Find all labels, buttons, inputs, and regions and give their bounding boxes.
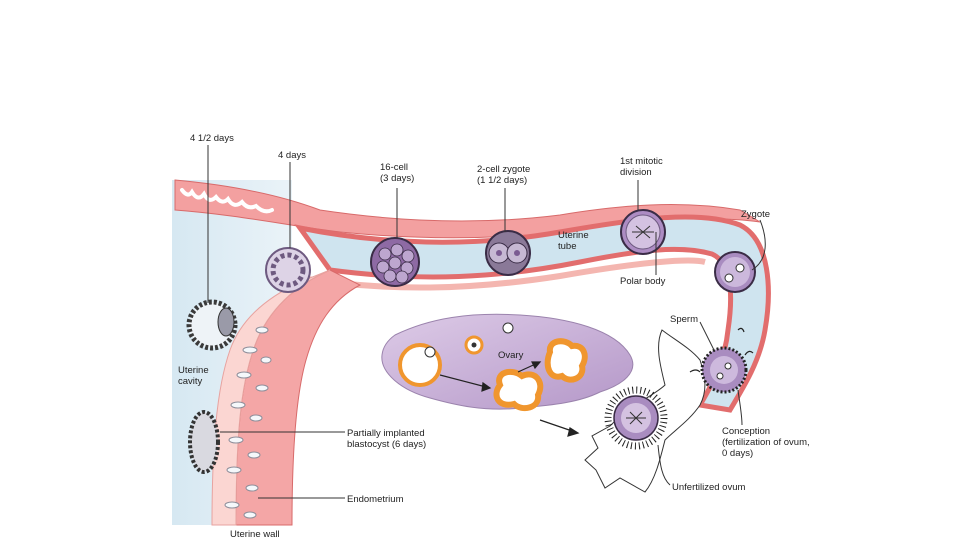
label-uterine-cavity: Uterine cavity (178, 365, 209, 387)
endometrium-layer (211, 269, 331, 526)
cell-4-days (265, 247, 311, 293)
upper-wall-glands (180, 188, 274, 214)
label-endometrium: Endometrium (347, 494, 404, 505)
sperm-marks (689, 327, 754, 373)
implanted-blastocyst (188, 410, 220, 474)
cell-mitotic-division (620, 209, 666, 255)
label-4-days: 4 days (278, 150, 306, 161)
label-ovary: Ovary (498, 350, 524, 361)
ovary-follicles (398, 322, 588, 412)
ovary (381, 313, 634, 410)
label-sperm: Sperm (670, 314, 698, 325)
label-1st-mitotic: 1st mitotic division (620, 156, 663, 178)
cell-16-cell (370, 237, 420, 287)
label-4-5-days: 4 1/2 days (190, 133, 234, 144)
label-unfertilized-ovum: Unfertilized ovum (672, 482, 746, 493)
cell-zygote (714, 251, 756, 293)
cell-unfertilized-ovum (604, 386, 668, 450)
tube-outer-wall (299, 257, 706, 291)
endometrial-glands (224, 326, 272, 519)
label-conception: Conception (fertilization of ovum, 0 day… (722, 426, 810, 459)
label-zygote: Zygote (741, 209, 771, 220)
label-2-cell-zygote: 2-cell zygote (1 1/2 days) (477, 164, 531, 186)
label-polar-body: Polar body (620, 276, 666, 287)
cell-conception (700, 346, 748, 394)
ovary-arrows (439, 361, 580, 437)
label-uterine-tube: Uterine tube (558, 230, 589, 252)
label-partially-implanted: Partially implanted blastocyst (6 days) (347, 428, 427, 450)
blastocyst-4-5-days (186, 299, 238, 351)
cell-2-cell-zygote (485, 230, 531, 276)
label-uterine-wall: Uterine wall (230, 529, 280, 540)
label-16-cell: 16-cell (3 days) (380, 162, 415, 184)
leader-lines (207, 145, 766, 499)
